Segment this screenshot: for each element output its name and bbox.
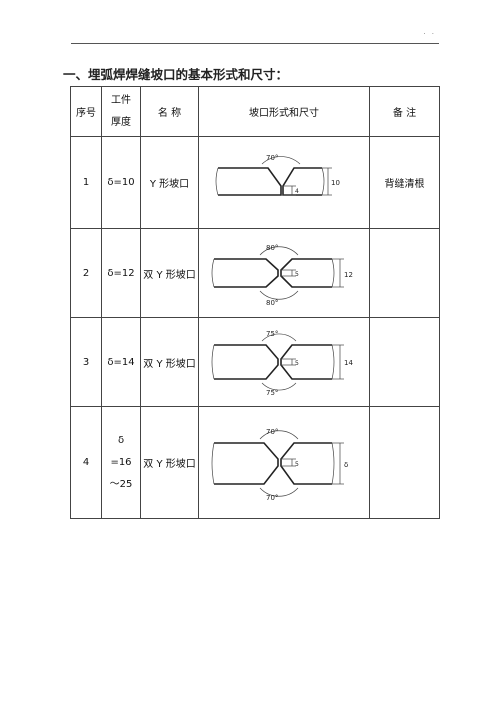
thickness-label: δ bbox=[344, 461, 348, 469]
col-no-header: 序号 bbox=[70, 86, 102, 137]
plate-left bbox=[214, 258, 279, 288]
angle-label-top: 70° bbox=[266, 428, 278, 436]
row-remark bbox=[369, 228, 440, 318]
row-name: 双 Y 形坡口 bbox=[140, 317, 199, 407]
row-drawing-cell: 70° 70° 5 δ bbox=[198, 406, 370, 519]
angle-label-bottom: 80° bbox=[266, 299, 278, 307]
row-no: 2 bbox=[70, 228, 102, 318]
root-label: 5 bbox=[295, 461, 299, 468]
plate-left bbox=[218, 166, 282, 196]
row-thickness-line2: =16 bbox=[110, 456, 132, 468]
row-thickness: δ=12 bbox=[101, 228, 141, 318]
groove-table: 序号 工件 厚度 名 称 坡口形式和尺寸 备 注 1 δ=10 Y 形坡口 bbox=[70, 86, 440, 519]
plate-left bbox=[214, 344, 279, 380]
root-label: 5 bbox=[295, 271, 299, 278]
plate-right bbox=[282, 166, 322, 196]
angle-label-bottom: 70° bbox=[266, 494, 278, 502]
double-y-groove-drawing: 70° 70° 5 δ bbox=[211, 428, 348, 502]
plate-right bbox=[280, 344, 332, 380]
angle-label-top: 75° bbox=[266, 330, 278, 338]
angle-label-top: 80° bbox=[266, 244, 278, 252]
row-thickness: δ=10 bbox=[101, 136, 141, 229]
angle-label: 70° bbox=[266, 154, 278, 162]
angle-arc-top bbox=[259, 246, 299, 256]
thickness-label: 12 bbox=[344, 271, 353, 279]
row-no: 1 bbox=[70, 136, 102, 229]
row-drawing-cell: 80° 80° 5 12 bbox=[198, 228, 370, 318]
col-form-header: 坡口形式和尺寸 bbox=[198, 86, 370, 137]
plate-right bbox=[280, 258, 332, 288]
row-drawing-cell: 75° 75° 5 14 bbox=[198, 317, 370, 407]
angle-arc-bottom bbox=[261, 382, 297, 391]
row-no: 3 bbox=[70, 317, 102, 407]
row-drawing-cell: 70° 4 10 bbox=[198, 136, 370, 229]
row-remark bbox=[369, 406, 440, 519]
root-label: 4 bbox=[295, 188, 299, 195]
row-thickness: δ=14 bbox=[101, 317, 141, 407]
double-y-groove-drawing: 75° 75° 5 14 bbox=[211, 330, 353, 397]
col-remark-header: 备 注 bbox=[369, 86, 440, 137]
col-thickness-header-line2: 厚度 bbox=[111, 116, 131, 128]
angle-arc-bottom bbox=[259, 487, 299, 497]
page-title: 一、埋弧焊焊缝坡口的基本形式和尺寸： bbox=[63, 67, 289, 82]
plate-right bbox=[280, 441, 332, 485]
row-thickness-line1: δ bbox=[117, 434, 125, 446]
break-line-right bbox=[321, 167, 325, 195]
col-thickness-header: 工件 厚度 bbox=[101, 86, 141, 137]
col-thickness-header-line1: 工件 bbox=[111, 94, 131, 106]
row-name: Y 形坡口 bbox=[140, 136, 199, 229]
thickness-label: 10 bbox=[331, 179, 340, 187]
plate-left bbox=[214, 441, 279, 485]
row-remark bbox=[369, 317, 440, 407]
row-thickness-line3: ～25 bbox=[109, 478, 133, 490]
single-y-groove-drawing: 70° 4 10 bbox=[215, 154, 340, 196]
col-name-header: 名 称 bbox=[140, 86, 199, 137]
row-thickness: δ =16 ～25 bbox=[101, 406, 141, 519]
row-no: 4 bbox=[70, 406, 102, 519]
table-row: 1 δ=10 Y 形坡口 70° 4 10 bbox=[70, 136, 440, 229]
row-name: 双 Y 形坡口 bbox=[140, 228, 199, 318]
break-line-left bbox=[215, 167, 219, 195]
header-mark: · · bbox=[423, 30, 436, 38]
row-remark: 背缝清根 bbox=[369, 136, 440, 229]
angle-arc-top bbox=[259, 429, 299, 439]
thickness-label: 14 bbox=[344, 359, 353, 367]
angle-arc-top bbox=[261, 333, 297, 342]
table-row: 4 δ =16 ～25 双 Y 形坡口 bbox=[70, 406, 440, 519]
table-row: 2 δ=12 双 Y 形坡口 80° 80° bbox=[70, 228, 440, 318]
angle-arc bbox=[261, 155, 301, 164]
row-name: 双 Y 形坡口 bbox=[140, 406, 199, 519]
angle-arc-bottom bbox=[259, 290, 299, 300]
header-rule bbox=[71, 43, 439, 44]
angle-label-bottom: 75° bbox=[266, 389, 278, 397]
root-label: 5 bbox=[295, 360, 299, 367]
table-row: 3 δ=14 双 Y 形坡口 75° 75° bbox=[70, 317, 440, 407]
table-header-row: 序号 工件 厚度 名 称 坡口形式和尺寸 备 注 bbox=[70, 86, 440, 137]
double-y-groove-drawing: 80° 80° 5 12 bbox=[211, 244, 353, 307]
